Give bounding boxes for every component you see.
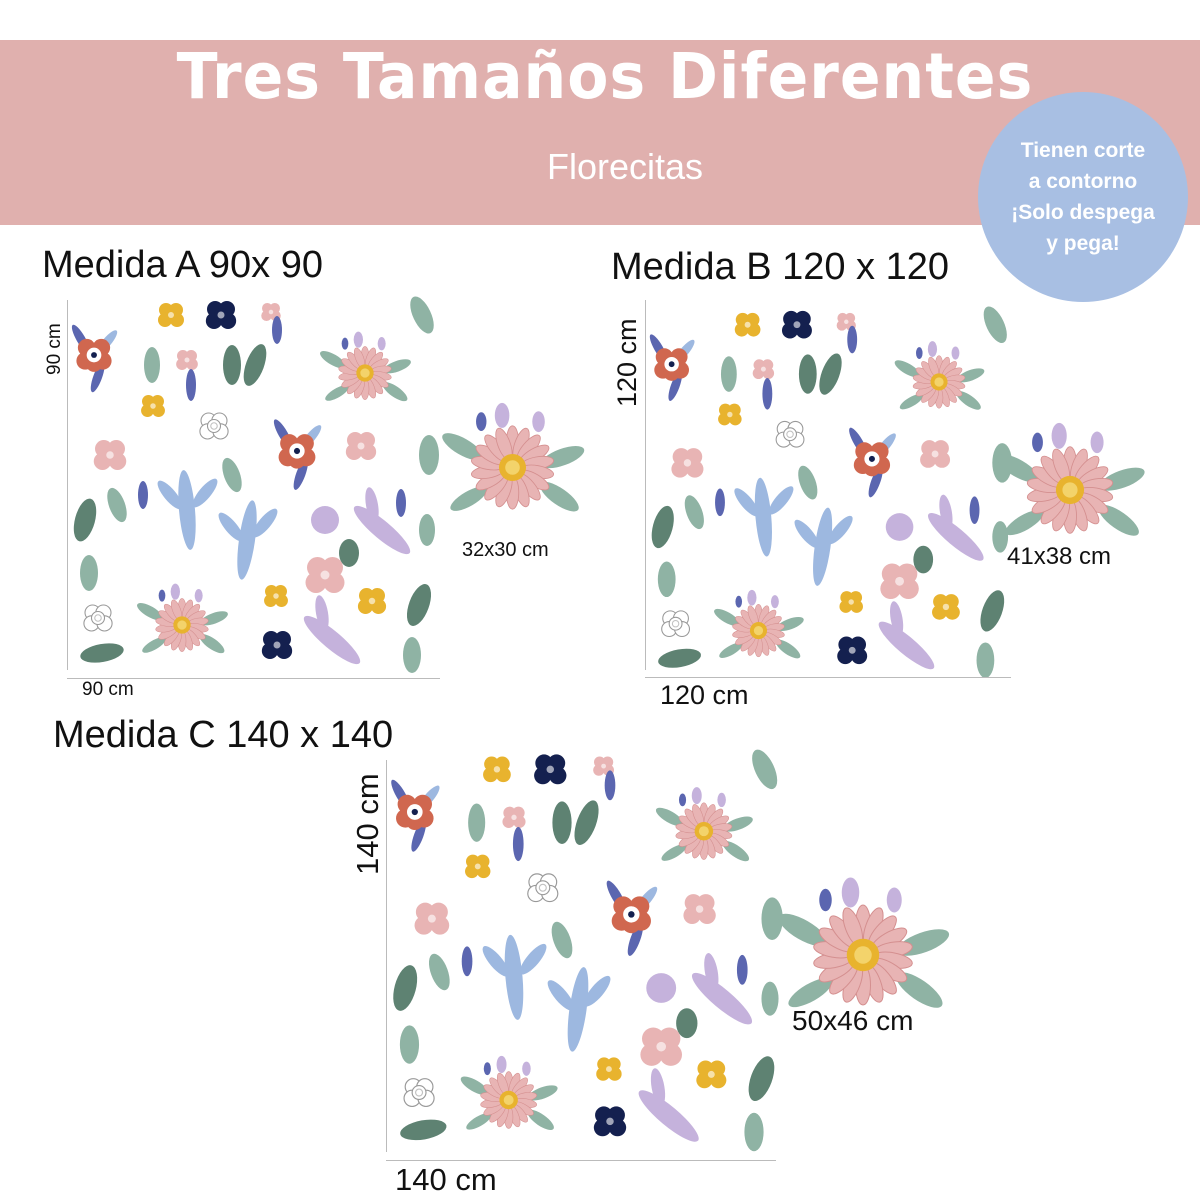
wall-decal-set-c (388, 746, 783, 1151)
wall-decal-set-a (69, 293, 439, 673)
size-b-width-label: 120 cm (660, 680, 749, 710)
size-c-single-label: 50x46 cm (792, 1005, 914, 1036)
single-flower-a (437, 402, 588, 518)
contour-cut-badge: Tienen corte a contorno ¡Solo despega y … (978, 92, 1188, 302)
size-b-width-axis (645, 677, 1011, 678)
wall-decal-set-b (647, 303, 1012, 678)
size-a-width-label: 90 cm (82, 679, 134, 700)
badge-line: Tienen corte (1020, 139, 1146, 162)
size-c-height-axis (386, 760, 387, 1152)
size-b-height-axis (645, 300, 646, 670)
badge-line: y pega! (1046, 232, 1120, 255)
size-a-single-label: 32x30 cm (462, 539, 549, 561)
size-b-heading: Medida B 120 x 120 (611, 246, 950, 288)
single-flower-c (773, 876, 953, 1015)
size-a-heading: Medida A 90x 90 (42, 244, 323, 286)
size-c-width-label: 140 cm (395, 1162, 497, 1197)
badge-line: ¡Solo despega (1011, 201, 1155, 224)
size-c-width-axis (386, 1160, 776, 1161)
size-a-height-axis (67, 300, 68, 670)
banner-subtitle: Florecitas (546, 146, 704, 187)
size-b-single-label: 41x38 cm (1007, 543, 1112, 570)
size-c-heading: Medida C 140 x 140 (53, 714, 394, 756)
size-a-height-label: 90 cm (44, 323, 65, 375)
size-a-width-axis (67, 678, 440, 679)
banner-title: Tres Tamaños Diferentes (176, 40, 1034, 114)
size-b-height-label: 120 cm (612, 318, 642, 407)
single-flower-b (992, 422, 1148, 542)
size-c-height-label: 140 cm (350, 773, 385, 875)
badge-line: a contorno (1028, 170, 1138, 193)
